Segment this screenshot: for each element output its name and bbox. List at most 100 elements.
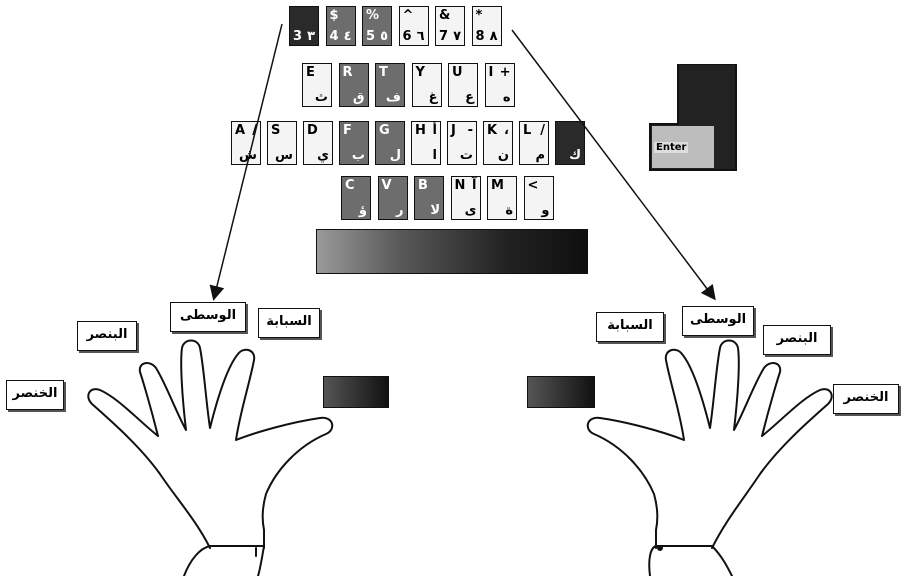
key-top-label: ^ — [402, 8, 414, 23]
key-bot-label: ع — [465, 90, 474, 105]
key-bot-label: ٣ — [307, 29, 315, 44]
key-top-label: F — [343, 123, 352, 138]
key-botl-label: 4 — [329, 29, 339, 44]
key-top-label: K — [487, 123, 498, 138]
key-topr-label: ، — [504, 123, 509, 138]
key-top-label: $ — [329, 8, 339, 23]
key-topr-label: أ — [432, 123, 437, 138]
key-topr-label: / — [540, 123, 545, 138]
key-top-label: Y — [415, 65, 425, 80]
key-botl-label: 5 — [366, 29, 376, 44]
key-bot-label: م — [535, 148, 545, 163]
key-bot-label: ن — [497, 148, 509, 163]
key-bot-label: و — [541, 203, 550, 218]
arrow-to-right-hand — [511, 29, 716, 301]
key-botl-label: 8 — [475, 29, 485, 44]
key-top-label: J — [451, 123, 456, 138]
key-row3-8[interactable]: L / م — [519, 121, 549, 165]
key-bot-label: ب — [351, 148, 365, 163]
key-top-label: D — [307, 123, 318, 138]
key-bot-label: ش — [239, 148, 257, 163]
key-row2-5[interactable]: I + ه — [484, 63, 515, 107]
key-bot-label: ي — [317, 148, 329, 163]
key-bot-label: س — [275, 148, 293, 163]
left-middle-label: الوسطى — [170, 302, 246, 332]
left-thumb-box — [323, 376, 389, 408]
key-top-label: L — [523, 123, 532, 138]
key-bot-label: ى — [464, 203, 477, 218]
key-top-label: S — [271, 123, 281, 138]
key-botl-label: 3 — [293, 29, 303, 44]
key-bot-label: ة — [505, 203, 513, 218]
enter-key[interactable]: Enter — [648, 63, 738, 172]
key-bot-label: ق — [352, 90, 365, 105]
key-bot-label: ٧ — [453, 29, 461, 44]
key-bot-label: ٨ — [489, 29, 498, 44]
key-bot-label: غ — [428, 90, 438, 105]
key-botl-label: 6 — [402, 29, 412, 44]
key-bot-label: ر — [396, 203, 404, 218]
key-bot-label: ٦ — [416, 29, 425, 44]
key-row3-9[interactable]: ك — [555, 121, 585, 165]
left-pinky-label: الخنصر — [6, 380, 64, 410]
key-top-label: T — [379, 65, 388, 80]
key-row3-7[interactable]: K ، ن — [483, 121, 513, 165]
key-bot-label: ٤ — [343, 29, 352, 44]
left-ring-label: البنصر — [77, 321, 137, 351]
key-bot-label: ٥ — [380, 29, 388, 44]
key-top-label: C — [345, 178, 355, 193]
key-top-label: & — [439, 8, 451, 23]
key-bot-label: ك — [569, 148, 581, 163]
right-index-label: السبابة — [596, 312, 664, 342]
key-top-label: V — [381, 178, 392, 193]
right-ring-label: البنصر — [763, 325, 831, 355]
key-top-label: G — [379, 123, 390, 138]
key-top-label: M — [491, 178, 504, 193]
key-topr-label: آ — [472, 178, 477, 193]
key-topr-label: + — [499, 65, 511, 80]
key-bot-label: ث — [314, 90, 328, 105]
key-bot-label: ه — [502, 90, 511, 105]
right-middle-label: الوسطى — [682, 306, 754, 336]
key-bot-label: ا — [432, 148, 437, 163]
arrow-to-left-hand — [209, 23, 283, 301]
key-bot-label: ل — [389, 148, 401, 163]
key-top-label: U — [452, 65, 463, 80]
space-bar[interactable] — [316, 229, 588, 274]
right-thumb-box — [527, 376, 595, 408]
left-index-label: السبابة — [258, 308, 320, 338]
key-top-label: R — [342, 65, 353, 80]
enter-key-label: Enter — [654, 142, 689, 153]
key-bot-label: ف — [385, 90, 401, 105]
key-topr-label: / — [252, 123, 257, 138]
key-row4-5[interactable]: <و — [523, 176, 554, 220]
key-topr-label: - — [467, 123, 473, 138]
left-hand — [87, 339, 334, 576]
key-row3-6[interactable]: J-ت — [447, 121, 477, 165]
key-top-label: < — [527, 178, 539, 193]
key-top-label: H — [415, 123, 426, 138]
key-top-label: I — [488, 65, 494, 80]
